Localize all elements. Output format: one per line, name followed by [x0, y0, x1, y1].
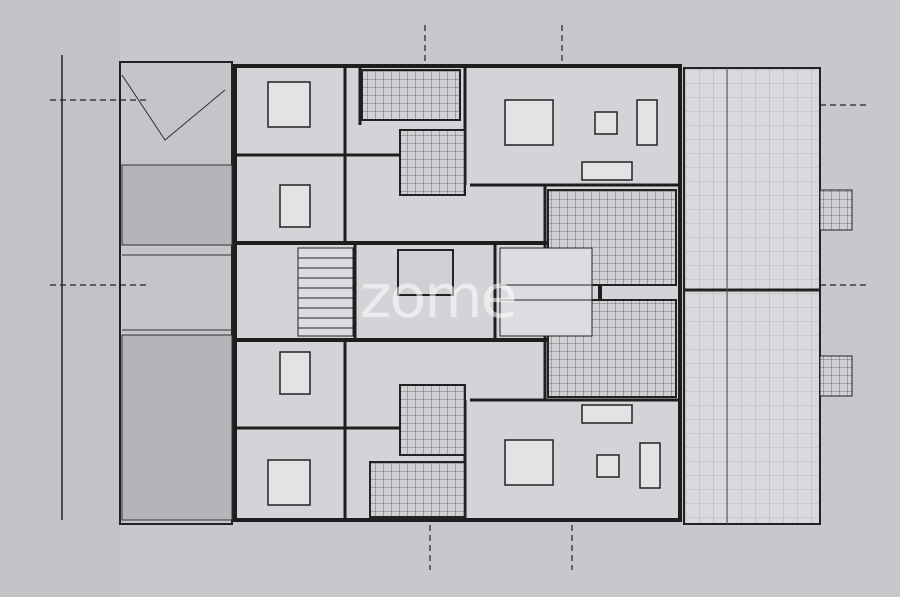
left-exterior-zone	[119, 61, 233, 525]
terrace	[683, 67, 853, 525]
dining-tables	[504, 99, 661, 489]
section-markers	[50, 25, 870, 570]
beds	[267, 81, 311, 506]
watermark: zome	[360, 262, 518, 332]
stairs	[297, 247, 593, 337]
bathrooms	[361, 69, 466, 518]
